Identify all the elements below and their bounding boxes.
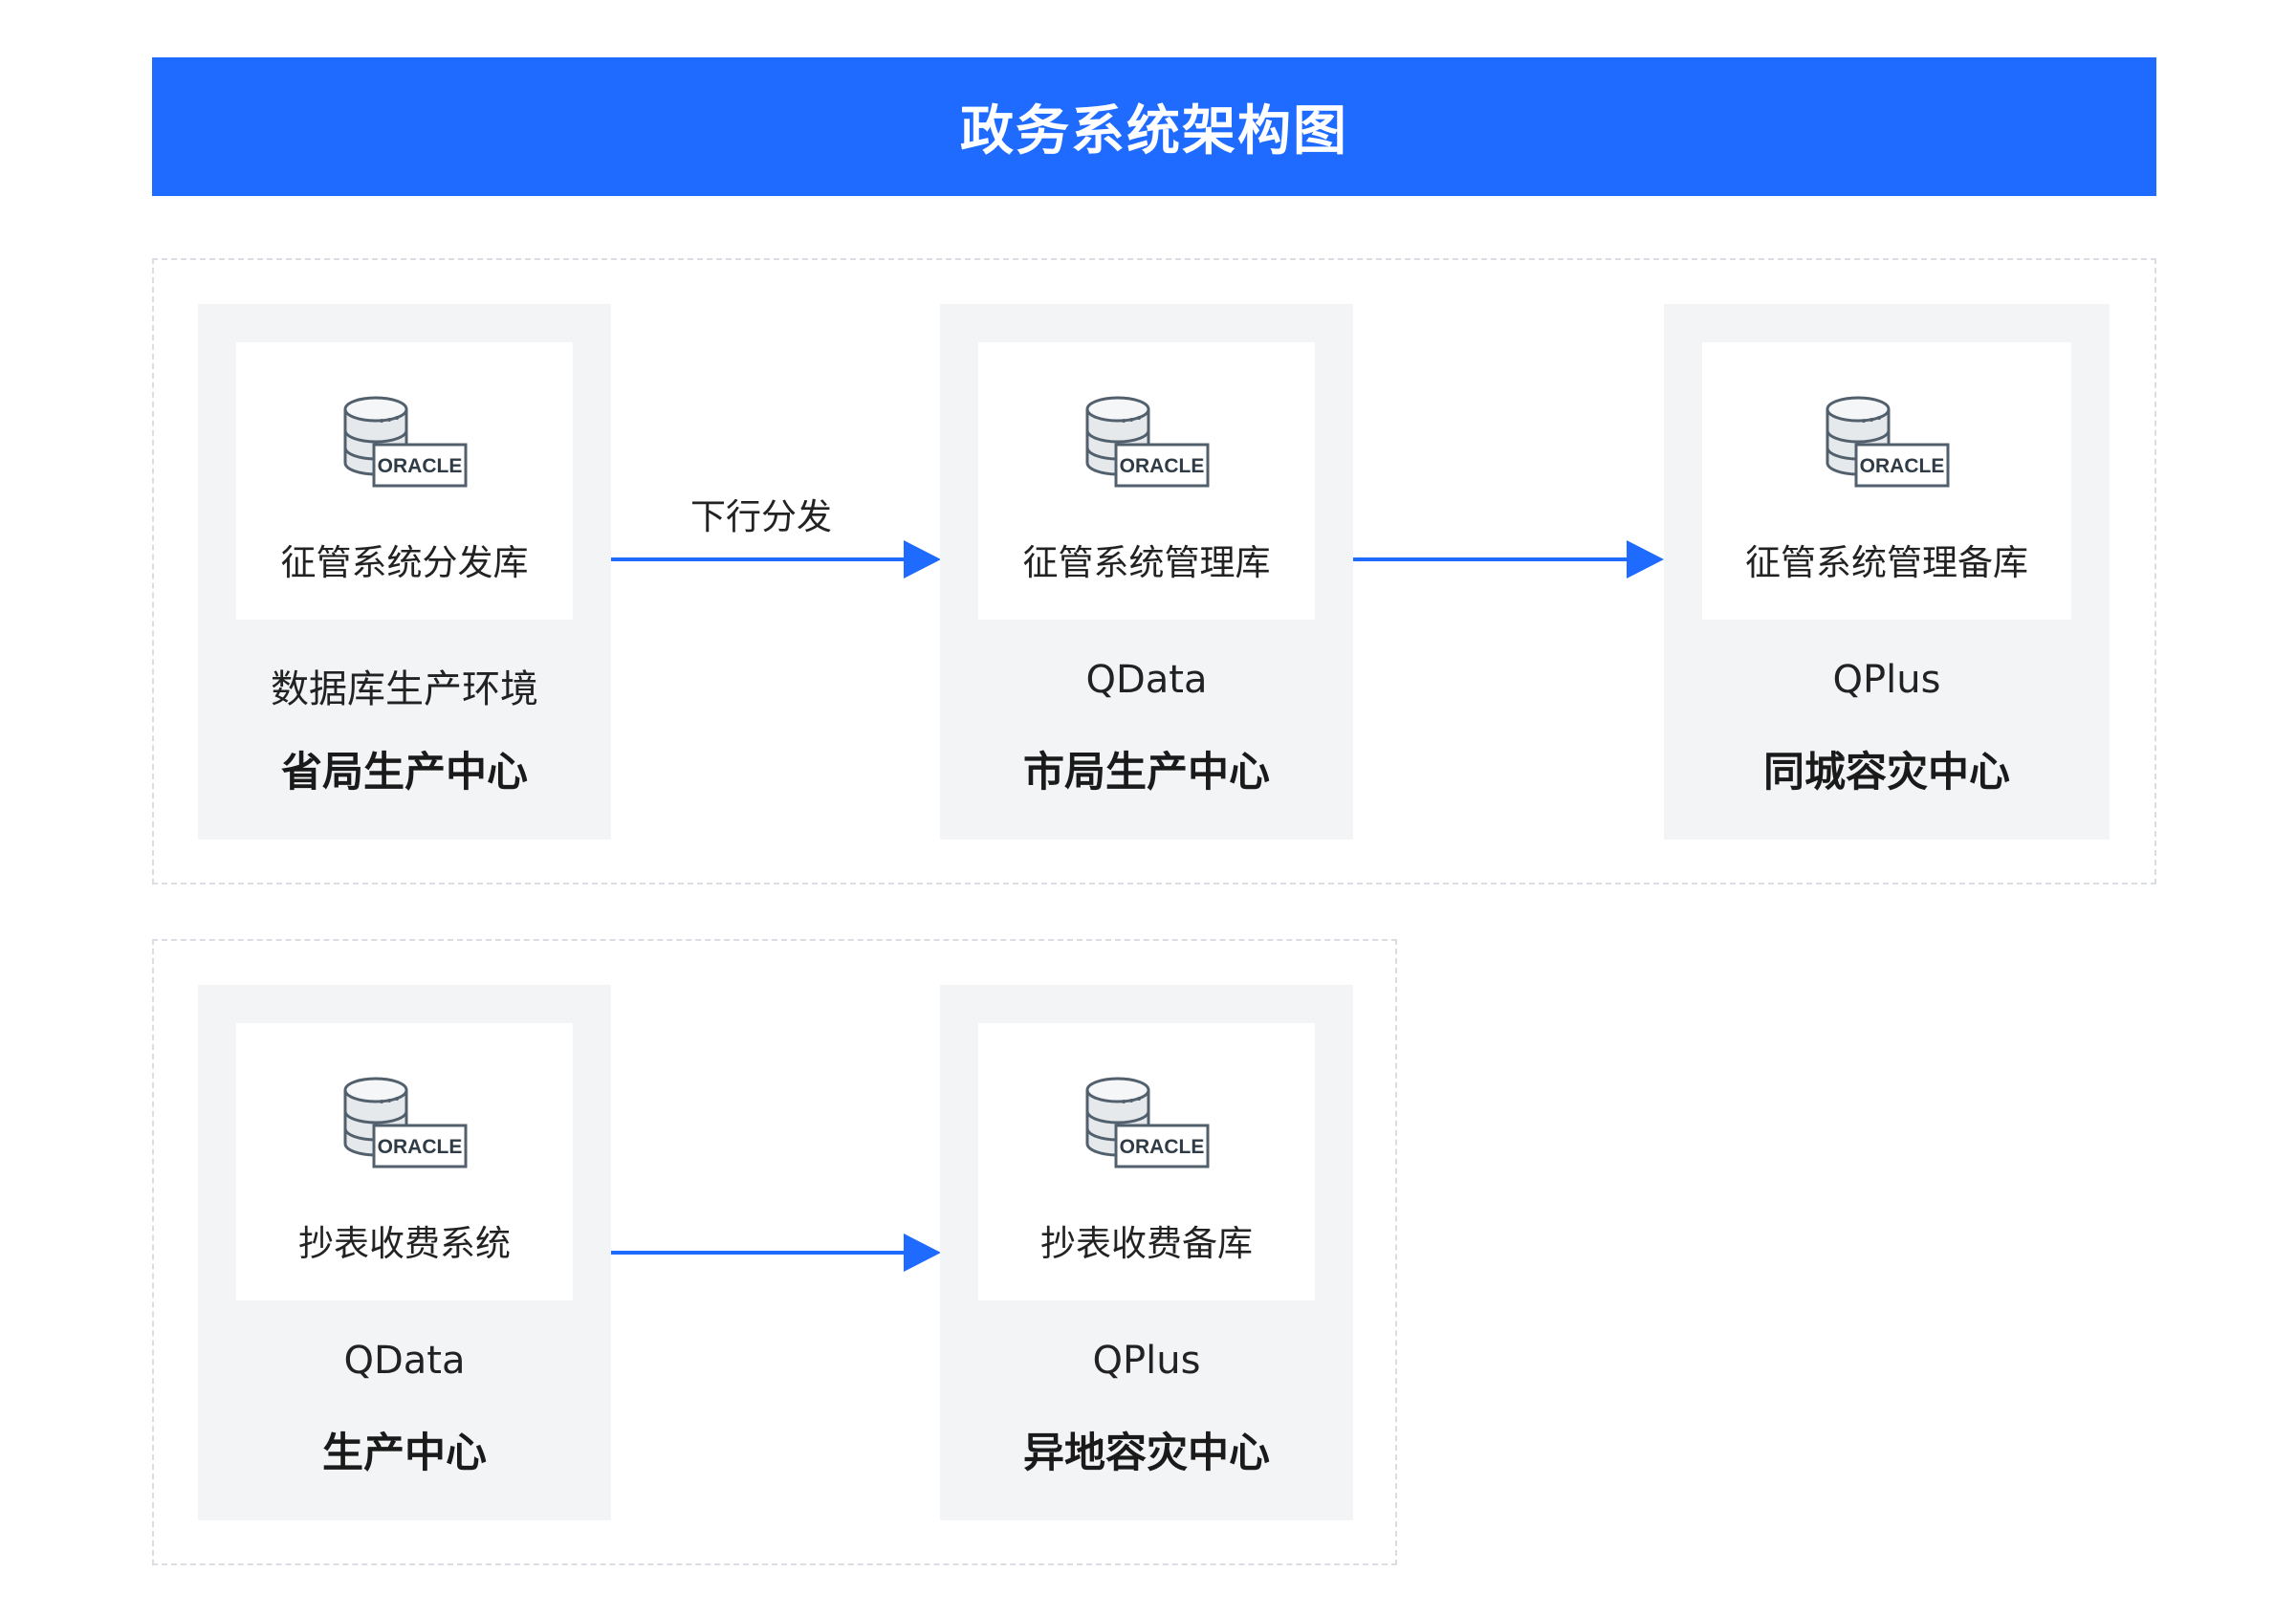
- oracle-badge: ORACLE: [1860, 455, 1945, 477]
- diagram-title: 政务系统架构图: [152, 57, 2156, 196]
- group-meter-billing: [152, 939, 1397, 1565]
- db-name: 征管系统管理备库: [1745, 542, 2028, 583]
- db-card: ORACLE 征管系统管理库: [978, 342, 1315, 620]
- oracle-badge: ORACLE: [1120, 455, 1205, 477]
- oracle-badge: ORACLE: [378, 1136, 463, 1158]
- oracle-database-icon: ORACLE: [343, 1077, 468, 1168]
- db-name: 征管系统分发库: [280, 542, 529, 583]
- center-name: 省局生产中心: [281, 749, 528, 797]
- center-name: 异地容灾中心: [1023, 1430, 1270, 1477]
- flow-arrow: [611, 1234, 941, 1272]
- db-card: ORACLE 抄表收费系统: [236, 1023, 573, 1300]
- center-production: ORACLE 抄表收费系统 QData 生产中心: [198, 985, 611, 1520]
- center-provincial: ORACLE 征管系统分发库 数据库生产环境 省局生产中心: [198, 304, 611, 840]
- oracle-database-icon: ORACLE: [343, 396, 468, 488]
- environment-label: 数据库生产环境: [271, 667, 538, 711]
- group-primary: [152, 258, 2156, 884]
- db-name: 抄表收费备库: [1040, 1223, 1253, 1264]
- db-name: 征管系统管理库: [1022, 542, 1271, 583]
- environment-label: QPlus: [1092, 1339, 1201, 1383]
- db-card: ORACLE 征管系统管理备库: [1702, 342, 2071, 620]
- environment-label: QData: [343, 1339, 466, 1383]
- oracle-badge: ORACLE: [378, 455, 463, 477]
- environment-label: QPlus: [1832, 658, 1941, 702]
- center-same-city-dr: ORACLE 征管系统管理备库 QPlus 同城容灾中心: [1664, 304, 2110, 840]
- db-card: ORACLE 征管系统分发库: [236, 342, 573, 620]
- flow-arrow: [611, 540, 941, 579]
- center-name: 生产中心: [322, 1430, 487, 1477]
- db-name: 抄表收费系统: [298, 1223, 511, 1264]
- flow-arrow: [1353, 540, 1664, 579]
- environment-label: QData: [1085, 658, 1208, 702]
- arrow-label: 下行分发: [690, 496, 832, 537]
- center-municipal: ORACLE 征管系统管理库 QData 市局生产中心: [940, 304, 1353, 840]
- db-card: ORACLE 抄表收费备库: [978, 1023, 1315, 1300]
- center-remote-dr: ORACLE 抄表收费备库 QPlus 异地容灾中心: [940, 985, 1353, 1520]
- oracle-database-icon: ORACLE: [1085, 396, 1210, 488]
- oracle-database-icon: ORACLE: [1826, 396, 1950, 488]
- center-name: 市局生产中心: [1023, 749, 1270, 797]
- oracle-database-icon: ORACLE: [1085, 1077, 1210, 1168]
- oracle-badge: ORACLE: [1120, 1136, 1205, 1158]
- center-name: 同城容灾中心: [1763, 749, 2010, 797]
